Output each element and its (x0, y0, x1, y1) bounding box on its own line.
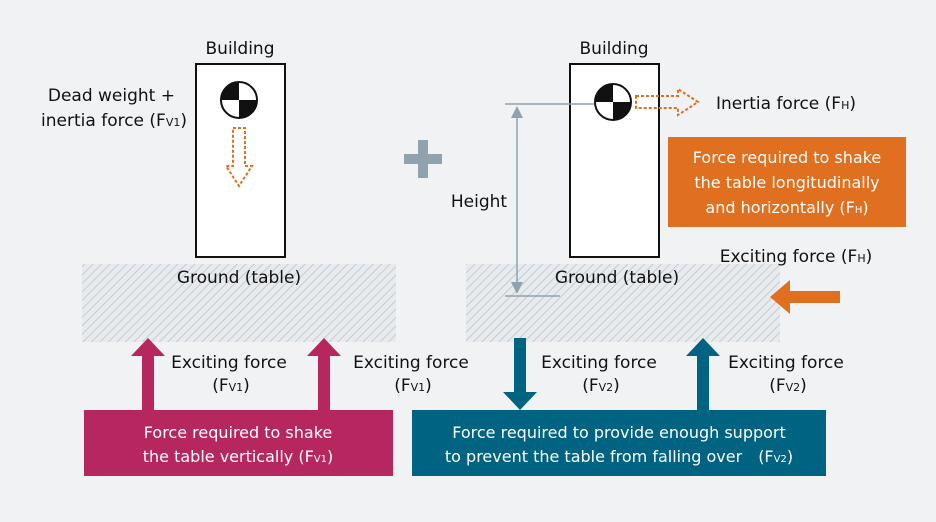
left-force-box-line2: the table vertically (FV1) (143, 447, 334, 466)
orange-force-box-line3: and horizontally (FH) (705, 198, 868, 217)
left-force-box-line1: Force required to shake (144, 423, 332, 442)
left-dead-weight-line2: inertia force (FV1) (41, 111, 187, 131)
right-up-arrow-icon (686, 338, 720, 410)
teal-force-box-line1: Force required to provide enough support (452, 423, 786, 442)
left-ground-label: Ground (table) (177, 268, 301, 288)
left-up-arrow-b-icon (307, 338, 341, 410)
orange-force-box-line1: Force required to shake (693, 148, 881, 167)
teal-force-box-line2: to prevent the table from falling over (… (445, 447, 793, 466)
right-ground-table (466, 264, 780, 342)
exciting-h-arrow-icon (770, 280, 840, 314)
left-dead-weight-line1: Dead weight + (48, 86, 175, 106)
right-center-of-mass-icon (594, 83, 632, 121)
exciting-h-label: Exciting force (FH) (720, 247, 872, 267)
left-downward-dashed-arrow-icon (224, 127, 254, 188)
right-down-arrow-icon (503, 338, 537, 410)
left-building-label: Building (206, 39, 275, 59)
left-center-of-mass-icon (220, 81, 258, 119)
left-ground-table (82, 264, 396, 342)
left-exciting-a-line1: Exciting force (171, 353, 287, 373)
height-label: Height (451, 192, 508, 212)
left-exciting-b-line1: Exciting force (353, 353, 469, 373)
right-building-label: Building (580, 39, 649, 59)
left-up-arrow-a-icon (131, 338, 165, 410)
right-exciting-c-line1: Exciting force (541, 353, 657, 373)
height-dimension (505, 103, 594, 297)
right-inertia-label: Inertia force (FH) (716, 94, 856, 114)
orange-force-box (668, 137, 906, 227)
left-exciting-a-line2: (FV1) (212, 376, 250, 396)
left-exciting-b-line2: (FV1) (394, 376, 432, 396)
right-exciting-d-line2: (FV2) (769, 376, 807, 396)
teal-force-box (412, 410, 826, 476)
right-ground-label: Ground (table) (555, 268, 679, 288)
orange-force-box-line2: the table longitudinally (694, 173, 879, 192)
plus-icon (404, 140, 442, 178)
right-exciting-d-line1: Exciting force (728, 353, 844, 373)
right-exciting-c-line2: (FV2) (582, 376, 620, 396)
left-force-box (84, 410, 393, 476)
